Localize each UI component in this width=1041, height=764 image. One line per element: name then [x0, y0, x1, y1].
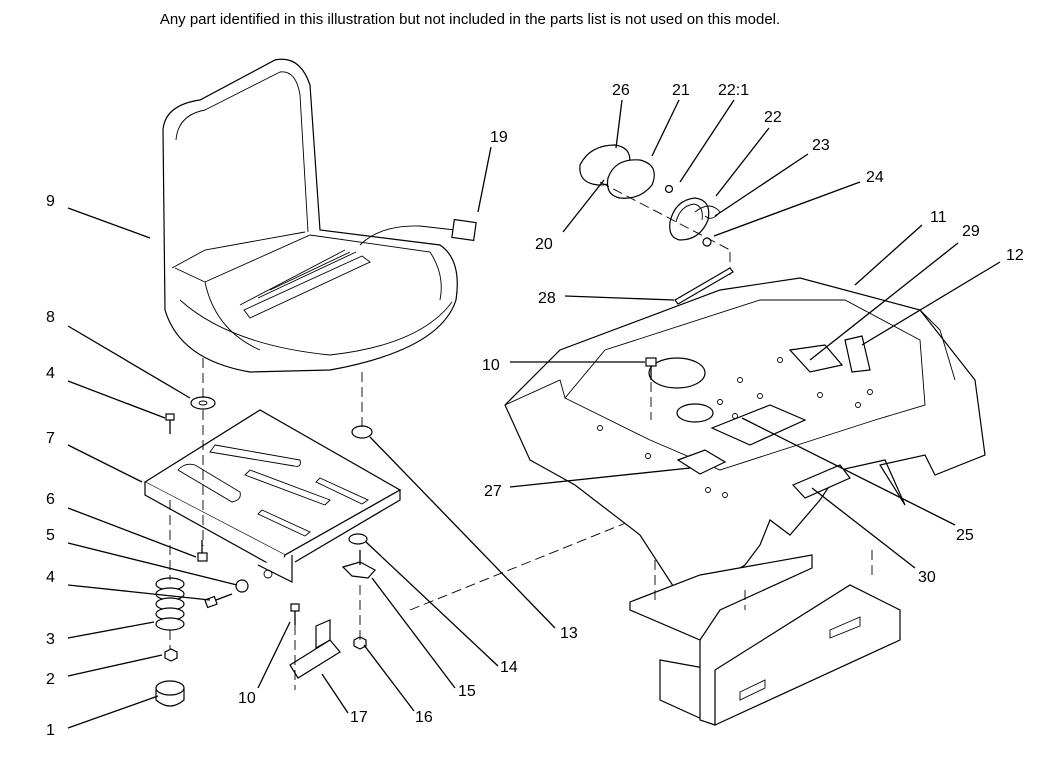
- washer-14: [348, 533, 368, 545]
- callout-19: 19: [490, 129, 508, 146]
- callout-14: 14: [500, 659, 518, 676]
- callout-10-bracket: 10: [238, 690, 256, 707]
- knob-15: [341, 550, 376, 579]
- callout-22: 22: [764, 109, 782, 126]
- callout-4-top: 4: [46, 365, 55, 382]
- callout-3: 3: [46, 631, 55, 648]
- callout-5: 5: [46, 527, 55, 544]
- callout-4-side: 4: [46, 569, 55, 586]
- callout-10-fender: 10: [482, 357, 500, 374]
- callout-27: 27: [484, 483, 502, 500]
- callout-16: 16: [415, 709, 433, 726]
- seat: [162, 58, 477, 373]
- callout-26: 26: [612, 82, 630, 99]
- callout-8: 8: [46, 309, 55, 326]
- callout-23: 23: [812, 137, 830, 154]
- callout-20: 20: [535, 236, 553, 253]
- callout-15: 15: [458, 683, 476, 700]
- seat-plate: [143, 409, 402, 583]
- callout-12: 12: [1006, 247, 1024, 264]
- strip-28: [674, 267, 734, 305]
- callout-2: 2: [46, 671, 55, 688]
- bolt-4-side: [204, 579, 249, 609]
- washer-13: [351, 425, 373, 439]
- bolt-10-fender: [645, 357, 657, 420]
- callout-6: 6: [46, 491, 55, 508]
- callout-labels: 1 2 3 4 4 5 6 7 8 9 10 10 11 12 13 14 15…: [46, 82, 1024, 739]
- callout-17: 17: [350, 709, 368, 726]
- frame: [629, 550, 901, 726]
- callout-13: 13: [560, 625, 578, 642]
- bolt-4-top: [165, 413, 175, 434]
- bumper-1: [155, 680, 185, 707]
- fender: [504, 277, 986, 621]
- callout-30: 30: [918, 569, 936, 586]
- light-assembly: [579, 144, 731, 275]
- callout-21: 21: [672, 82, 690, 99]
- callout-22-1: 22:1: [718, 82, 749, 99]
- callout-7: 7: [46, 430, 55, 447]
- callout-9: 9: [46, 193, 55, 210]
- callout-25: 25: [956, 527, 974, 544]
- leader-lines: [67, 99, 1001, 729]
- callout-1: 1: [46, 722, 55, 739]
- callout-24: 24: [866, 169, 884, 186]
- spring-3: [155, 577, 185, 631]
- nut-2: [164, 648, 178, 662]
- illustration-note: Any part identified in this illustration…: [159, 11, 781, 28]
- bracket-17: [289, 603, 367, 679]
- bolt-6: [197, 540, 208, 562]
- washer-8: [190, 396, 216, 410]
- callout-28: 28: [538, 290, 556, 307]
- callout-29: 29: [962, 223, 980, 240]
- callout-11: 11: [930, 209, 947, 226]
